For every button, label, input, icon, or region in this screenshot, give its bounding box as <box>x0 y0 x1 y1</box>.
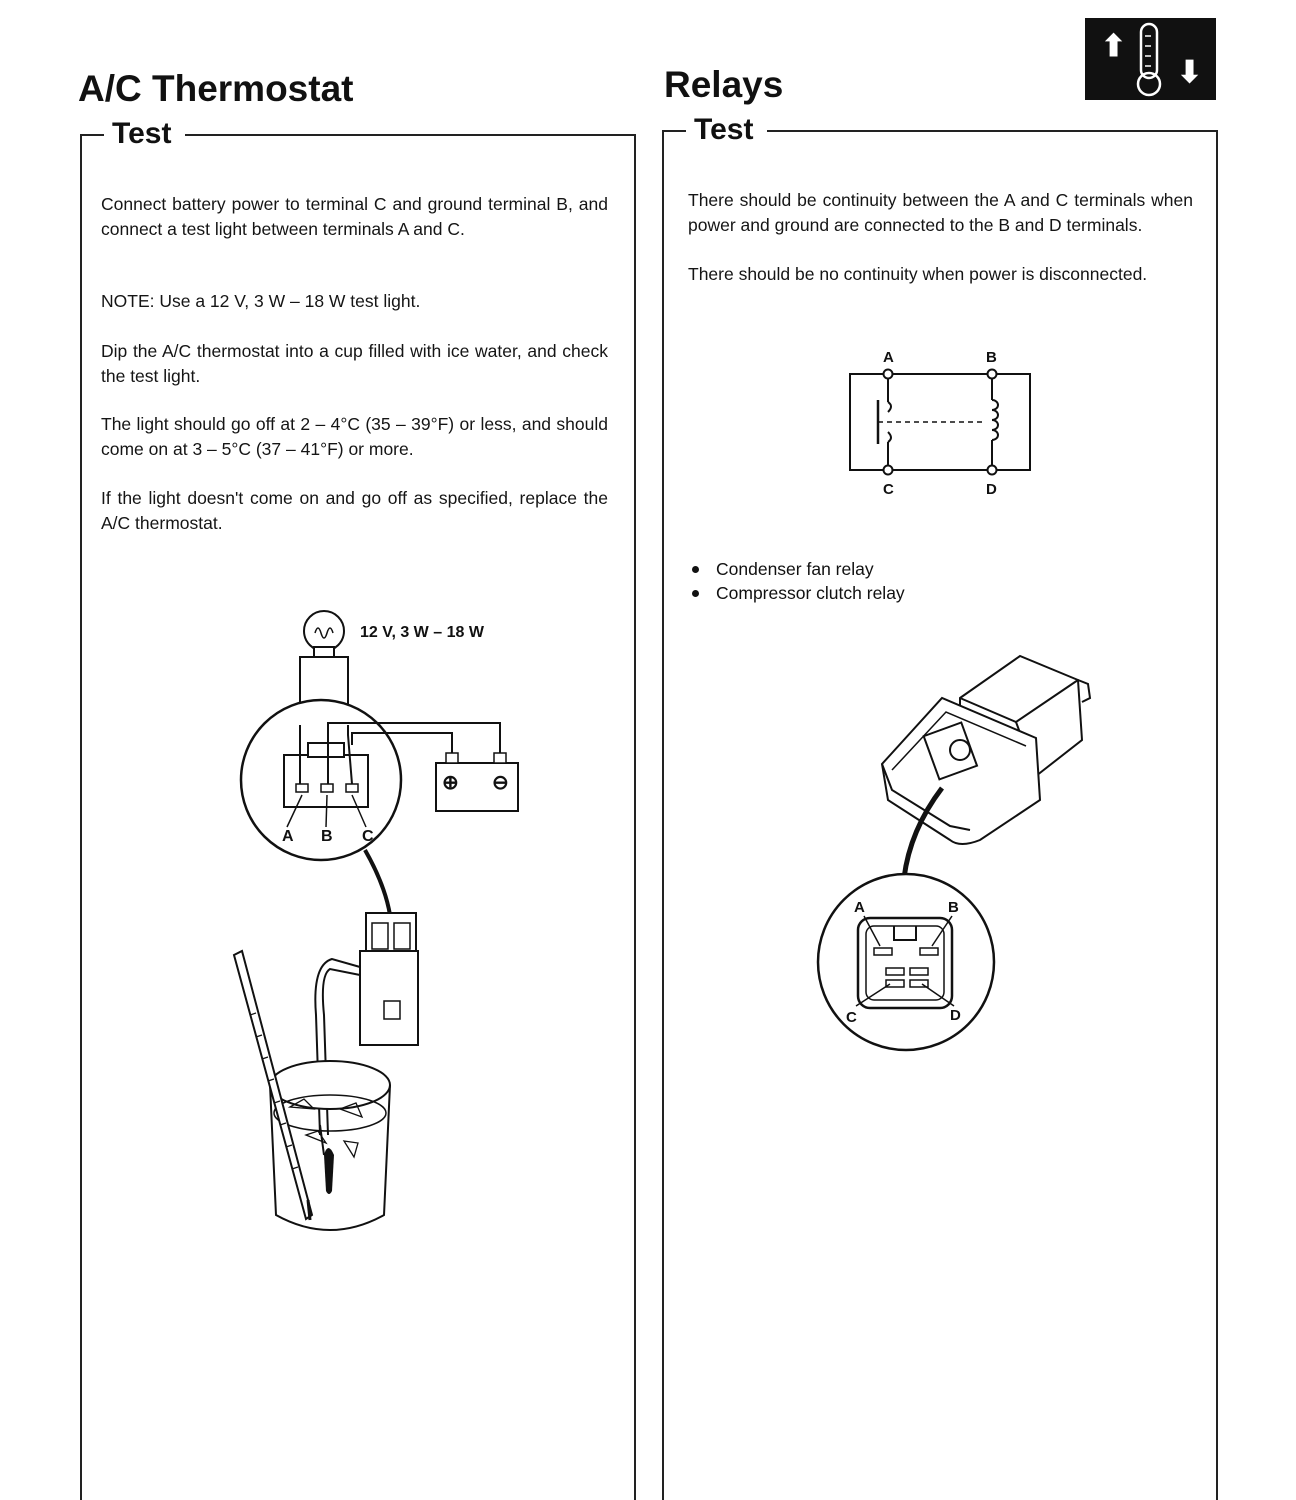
connector-label-b: B <box>948 899 959 916</box>
connector-label-a: A <box>854 899 865 916</box>
test-heading: Test <box>87 116 186 152</box>
relay-connector-face-icon <box>856 916 954 1010</box>
page-title-relays: Relays <box>664 64 784 105</box>
terminal-label-c: C <box>362 828 374 845</box>
ac-thermostat-icon <box>314 912 419 1136</box>
relay-connector-illustration: A B C D <box>816 654 1092 1052</box>
terminal-label-a: A <box>282 828 294 845</box>
instruction-replace: If the light doesn't come on and go off … <box>101 488 608 533</box>
ice-water-cup-icon <box>269 1060 391 1231</box>
relay-continuity-text: There should be continuity between the A… <box>688 190 1193 235</box>
arrow-down-icon: ⬇ <box>1177 56 1202 89</box>
battery-negative-symbol: ⊖ <box>492 772 509 794</box>
relay-no-continuity-text: There should be no continuity when power… <box>688 264 1148 284</box>
schematic-label-a: A <box>883 349 894 366</box>
page-title-ac-thermostat: A/C Thermostat <box>78 68 354 109</box>
connector-label-c: C <box>846 1009 857 1026</box>
connector-label-d: D <box>950 1007 961 1024</box>
battery-icon: ⊕ ⊖ <box>435 752 519 812</box>
relay-list: Condenser fan relay Compressor clutch re… <box>688 557 905 605</box>
schematic-label-b: B <box>986 349 997 366</box>
schematic-label-c: C <box>883 481 894 498</box>
thermometer-probe-icon <box>232 949 314 1221</box>
test-box-right: Test <box>662 112 1218 1500</box>
test-light-rating: 12 V, 3 W – 18 W <box>360 624 485 641</box>
instruction-dip: Dip the A/C thermostat into a cup filled… <box>101 341 608 386</box>
arrow-up-icon: ⬆ <box>1101 30 1126 63</box>
schematic-label-d: D <box>986 481 997 498</box>
instruction-connect: Connect battery power to terminal C and … <box>101 194 608 239</box>
thermostat-test-illustration: 12 V, 3 W – 18 W A B C ⊕ ⊖ <box>232 610 519 1231</box>
instruction-light-spec: The light should go off at 2 – 4°C (35 –… <box>101 414 608 459</box>
test-heading-relays: Test <box>669 112 768 148</box>
test-box-left: Test <box>80 116 636 1500</box>
list-item-condenser-fan-relay: Condenser fan relay <box>688 557 905 581</box>
test-light-bulb-icon <box>303 610 345 658</box>
relay-schematic-diagram: A B C D <box>849 349 1031 498</box>
list-item-compressor-clutch-relay: Compressor clutch relay <box>688 581 905 605</box>
note-test-light: NOTE: Use a 12 V, 3 W – 18 W test light. <box>101 291 421 311</box>
terminal-label-b: B <box>321 828 333 845</box>
relay-body-icon <box>880 654 1092 845</box>
thermometer-up-down-icon: ⬆ ⬇ <box>1085 18 1216 100</box>
battery-positive-symbol: ⊕ <box>442 772 459 794</box>
